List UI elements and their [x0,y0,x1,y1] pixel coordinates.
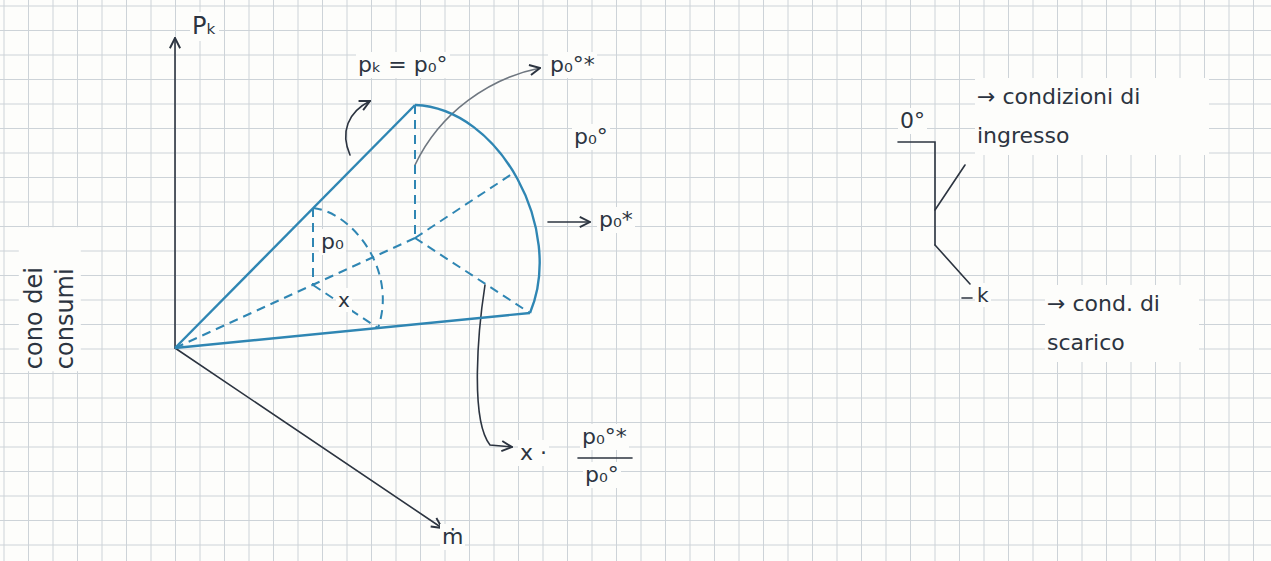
grid-line [4,0,5,561]
grid-line [665,0,666,561]
formula-label: p₀°* [580,424,629,450]
pressure-label: p₀°* [548,52,597,78]
grid-line [543,0,544,561]
grid-line [0,373,1271,374]
section-arc [313,208,383,328]
grid-line [788,0,789,561]
grid-line [0,202,1271,203]
cone-axis [175,238,415,348]
grid-line [347,0,348,561]
grid-line [0,545,1271,546]
grid-line [0,471,1271,472]
mass-flow-axis [175,348,442,528]
cone-edge [175,105,415,348]
grid-line [0,55,1271,56]
grid-line [445,0,446,561]
axis-label: ṁ [440,524,465,550]
grid-line [518,0,519,561]
grid-line [910,0,911,561]
grid-line [0,520,1271,521]
grid-line [690,0,691,561]
grid-line [935,0,936,561]
grid-line [0,496,1271,497]
grid-line [249,0,250,561]
grid-line [1229,0,1230,561]
base-radius [415,238,530,313]
grid-line [861,0,862,561]
cone-base-arc [415,105,540,313]
fraction-bar [578,457,632,459]
grid-line [0,226,1271,227]
pressure-label: p₀ [319,229,346,255]
grid-line [0,275,1271,276]
grid-line [469,0,470,561]
leader-arrow [477,285,512,447]
grid-line [1253,0,1254,561]
grid-line [837,0,838,561]
cone-edge [175,313,530,348]
pk-axis [174,38,176,348]
grid-line [102,0,103,561]
axis-label: Pₖ [190,12,219,41]
grid-line [200,0,201,561]
pressure-label: p₀* [597,207,635,233]
grid-line [567,0,568,561]
leader-arrow [548,221,590,223]
grid-line [371,0,372,561]
grid-line [224,0,225,561]
grid-line [175,0,176,561]
grid-line [959,0,960,561]
tick-mark [962,297,972,299]
section-radius [312,208,314,285]
base-radius [415,172,515,238]
grid-line [298,0,299,561]
formula-label: x · [518,440,549,466]
diagram-title: cono dei consumi [19,227,81,371]
grid-line [396,0,397,561]
process-line [935,245,970,284]
formula-label: p₀° [583,462,621,488]
state-label: k [975,283,991,307]
condition-label: pₖ = p₀° [356,52,450,78]
grid-line [763,0,764,561]
grid-line [0,447,1271,448]
grid-line [641,0,642,561]
variable-label: x [336,288,352,312]
grid-line [0,251,1271,252]
grid-line [273,0,274,561]
process-line [935,165,965,210]
note-label: → cond. di scarico [1045,285,1199,362]
state-label: 0° [898,108,927,134]
note-label: → condizioni di ingresso [975,78,1209,155]
grid-line [151,0,152,561]
grid-line [739,0,740,561]
grid-line [886,0,887,561]
process-line [898,142,935,245]
grid-line [322,0,323,561]
grid-line [812,0,813,561]
leader-arrow [415,68,540,165]
grid-line [420,0,421,561]
grid-line [0,422,1271,423]
grid-line [0,398,1271,399]
grid-line [714,0,715,561]
grid-line [0,6,1271,7]
grid-line [126,0,127,561]
section-radius [313,285,378,328]
pressure-label: p₀° [572,124,610,150]
leader-arrow [346,101,370,155]
base-radius [414,105,416,238]
grid-line [0,177,1271,178]
